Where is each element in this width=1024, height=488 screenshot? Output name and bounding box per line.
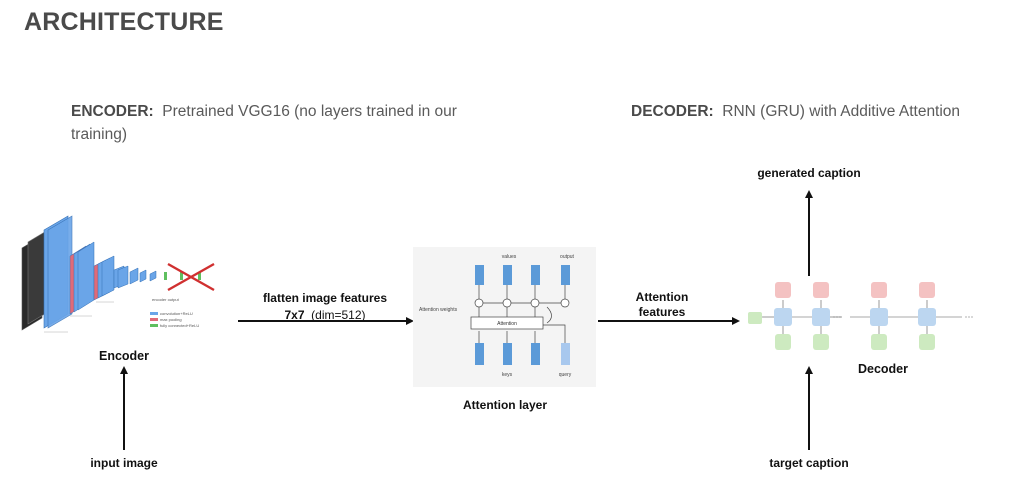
decoder-text: RNN (GRU) with Additive Attention <box>722 103 961 120</box>
flatten-label-line1: flatten image features <box>262 291 388 305</box>
input-image-block <box>21 229 49 331</box>
vgg-tiny-labels <box>44 301 114 333</box>
attention-features-arrow <box>598 320 734 322</box>
encoder-output-label: encoder output <box>152 297 180 302</box>
generated-caption-label: generated caption <box>757 166 861 180</box>
attention-box-label: Attention <box>497 321 517 327</box>
fully-connected-layers <box>164 272 201 280</box>
decoder-outputs <box>775 282 935 298</box>
decoder-cell <box>774 308 792 326</box>
query-vector <box>561 343 570 365</box>
input-token <box>775 334 791 350</box>
removed-layers-cross <box>167 262 215 292</box>
values-label: values <box>502 254 517 260</box>
output-vector <box>561 265 570 285</box>
attention-connections <box>478 285 566 343</box>
keys-label: keys <box>502 372 513 378</box>
attention-features-line1: Attention <box>635 290 689 304</box>
attention-features-label: Attention features <box>622 290 702 320</box>
flatten-label: flatten image features 7x7 (dim=512) <box>240 290 410 324</box>
decoder-heading: DECODER: <box>631 103 714 120</box>
encoder-label: Encoder <box>98 349 149 363</box>
query-label: query <box>559 372 572 378</box>
conv-block-1 <box>43 215 73 329</box>
conv-block-5 <box>129 267 157 285</box>
value-vector <box>503 265 512 285</box>
value-vectors <box>475 265 570 285</box>
output-token <box>813 282 829 298</box>
encoder-description: ENCODER: Pretrained VGG16 (no layers tra… <box>71 100 471 146</box>
generated-caption-arrow <box>808 196 810 276</box>
decoder-cells <box>774 308 936 326</box>
conv-block-2 <box>69 241 95 315</box>
flatten-arrow-head <box>406 317 414 325</box>
input-arrow <box>123 372 125 450</box>
conv-block-3 <box>93 255 115 301</box>
encoder-text: Pretrained VGG16 (no layers trained in o… <box>71 103 457 143</box>
decoder-label: Decoder <box>857 362 909 376</box>
output-token <box>871 282 887 298</box>
output-token <box>775 282 791 298</box>
legend-pool: max pooling <box>160 317 182 322</box>
encoder-heading: ENCODER: <box>71 103 154 120</box>
attention-figure: values output Attention Attention weight… <box>413 247 596 387</box>
input-arrow-head <box>120 366 128 374</box>
vgg16-figure: encoder output convolution+ReLU max pool… <box>21 215 215 333</box>
generated-caption-arrow-head <box>805 190 813 198</box>
value-vector <box>475 265 484 285</box>
target-caption-arrow <box>808 372 810 450</box>
key-vector <box>503 343 512 365</box>
flatten-label-dim: (dim=512) <box>311 308 366 322</box>
key-vector <box>531 343 540 365</box>
decoder-cell <box>870 308 888 326</box>
input-image-label: input image <box>90 456 158 470</box>
input-token <box>919 334 935 350</box>
output-label: output <box>560 254 575 260</box>
legend-fc: fully connected+ReLU <box>160 323 199 328</box>
decoder-ellipsis <box>833 316 973 318</box>
attention-box <box>470 316 544 330</box>
attention-features-line2: features <box>638 305 686 319</box>
value-vector <box>531 265 540 285</box>
attention-weights-label: Attention weights <box>419 307 458 313</box>
legend-conv: convolution+ReLU <box>160 311 193 316</box>
attention-features-arrow-head <box>732 317 740 325</box>
target-caption-arrow-head <box>805 366 813 374</box>
target-caption-label: target caption <box>769 456 849 470</box>
decoder-cell <box>812 308 830 326</box>
input-token <box>813 334 829 350</box>
decoder-inputs <box>775 334 935 350</box>
key-vector <box>475 343 484 365</box>
input-token <box>871 334 887 350</box>
decoder-description: DECODER: RNN (GRU) with Additive Attenti… <box>631 100 1021 123</box>
output-token <box>919 282 935 298</box>
flatten-label-size: 7x7 <box>284 308 305 322</box>
decoder-figure <box>748 282 973 350</box>
decoder-cell <box>918 308 936 326</box>
key-vectors <box>475 343 570 365</box>
conv-block-4 <box>113 265 129 289</box>
flatten-arrow <box>238 320 408 322</box>
attention-layer-label: Attention layer <box>462 398 547 412</box>
context-input <box>748 312 762 324</box>
page-title: ARCHITECTURE <box>24 8 224 36</box>
vgg-legend: convolution+ReLU max pooling fully conne… <box>150 311 199 328</box>
decoder-edges <box>762 300 962 334</box>
